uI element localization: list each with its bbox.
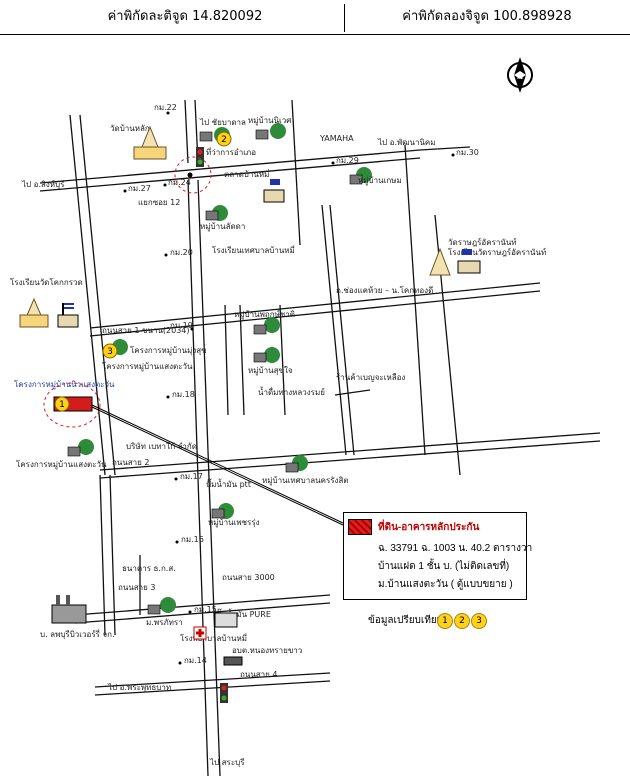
subject-legend: ที่ดิน-อาคารหลักประกัน ฉ. 33791 ฉ. 1003 … (343, 512, 532, 600)
km-label: กม.15 (194, 605, 217, 614)
temple-icon (133, 125, 167, 160)
location-map[interactable]: ไป อ.สิงห์บุรี ไป อ.พัฒนานิคม ถนนสาย 1 ข… (0, 35, 630, 776)
road-label: ถนนสาย 3 (118, 583, 155, 592)
factory-icon (51, 595, 87, 624)
header-bar: ค่าพิกัดละติจูด 14.820092 ค่าพิกัดลองจิจ… (0, 0, 630, 35)
km-label: กม.29 (336, 156, 359, 165)
road-label: ถนนสาย 2 (112, 458, 149, 467)
place-label: หมู่บ้านเพชรรุ่ง (208, 518, 260, 528)
place-label: หมู่บ้านลัดดา (200, 222, 245, 232)
building-icons (67, 129, 363, 615)
compare-badge-2[interactable]: 2 (454, 613, 470, 629)
road-label: ถนนสาย 1 ขนาน(2034) (102, 326, 190, 335)
km-label: กม.19 (170, 321, 193, 330)
place-label: โครงการหมู่บ้านแสงตะวัน (102, 361, 193, 372)
intersection-highlight (174, 156, 212, 194)
road-label: ไป อ.สิงห์บุรี (21, 179, 65, 189)
km-label: กม.17 (180, 472, 203, 481)
place-label: หมู่บ้านเกษม (358, 176, 402, 186)
legend-line-2: บ้านแฝด 1 ชั้น บ. (ไม่ติดเลขที่) (378, 561, 510, 572)
road-label: ไป ชัยบาดาล (199, 118, 246, 127)
temple-icon (19, 297, 49, 328)
north-label: N (517, 72, 524, 82)
building-icon (223, 656, 243, 666)
place-label: แยกซอย 12 (138, 198, 180, 207)
svg-text:2: 2 (221, 135, 227, 145)
north-arrow-icon: N (507, 57, 533, 93)
place-label: YAMAHA (319, 134, 354, 143)
place-label: โรงเรียนเทศบาลบ้านหมี่ (212, 244, 295, 255)
place-label: ม.พรภัทรา (146, 618, 183, 627)
road-network (39, 99, 601, 776)
badge-3[interactable]: 3 (102, 343, 118, 359)
village-icons (78, 123, 372, 613)
legend-title: ที่ดิน-อาคารหลักประกัน (378, 522, 480, 533)
place-label: โรงเรียนวัดโคกกรวด (10, 277, 83, 287)
place-label: ตลาดบ้านหมี่ (224, 168, 269, 179)
km-label: กม.16 (181, 535, 204, 544)
leader-line (91, 406, 344, 526)
km-markers: กม.22 กม.24 กม.27 กม.29 กม.30 กม.20 กม.1… (123, 103, 479, 665)
place-label: น้ำดื่มทางหลวงรมย์ (258, 386, 325, 397)
subject-highlight (43, 382, 101, 428)
compare-badge-3[interactable]: 3 (471, 613, 487, 629)
place-label: บริษัท เบทาโก้ จำกัด (126, 441, 197, 451)
km-label: กม.14 (184, 656, 207, 665)
badge-1[interactable]: 1 (54, 396, 70, 412)
leader-line (91, 404, 344, 524)
legend-line-1: ฉ. 33791 ฉ. 1003 น. 40.2 ตารางวา (378, 543, 533, 554)
place-label: โครงการหมู่บ้านมุ่งสุข (130, 345, 207, 356)
latitude-label: ค่าพิกัดละติจูด 14.820092 (107, 9, 263, 24)
temple-icon (429, 247, 451, 276)
header-divider (344, 4, 345, 32)
place-label: ปั๊มน้ำมัน PURE (216, 608, 271, 619)
place-label: หมู่บ้านสุขใจ (248, 366, 293, 376)
badge-2[interactable]: 2 (216, 131, 232, 147)
place-label: วัดบ้านหลัก (110, 124, 150, 133)
place-label: โรงเรียนวัดราษฎร์อัครานันท์ (448, 247, 546, 257)
km-label: กม.30 (456, 148, 479, 157)
traffic-light-icon (196, 147, 204, 167)
comparison-label: ข้อมูลเปรียบเทียบ (368, 615, 444, 626)
compare-badge-1[interactable]: 1 (437, 613, 453, 629)
subject-swatch (348, 519, 372, 535)
place-label: ร้านค้าเบญจะเหลือง (336, 373, 405, 382)
traffic-light-icon (220, 683, 228, 703)
legend-line-3: ม.บ้านแสงตะวัน ( ตู้แบบขยาย ) (378, 579, 513, 590)
place-label: วัดราษฎร์อัครานันท์ (448, 237, 517, 247)
svg-text:3: 3 (107, 347, 113, 357)
km-label: กม.20 (170, 248, 193, 257)
road-label: ถนนสาย 4 (240, 670, 277, 679)
km-label: กม.27 (128, 184, 151, 193)
place-label: หมู่บ้านเทศบาลนครรังสิต (262, 476, 349, 486)
km-label: กม.22 (154, 103, 177, 112)
road-label: ไป สระบุรี (209, 758, 245, 767)
road-label: ถนนสาย 3000 (222, 573, 275, 582)
gas-station-icon (214, 612, 238, 628)
place-label: โครงการหมู่บ้านแสงตะวัน (16, 459, 107, 470)
place-label: หมู่บ้านพฤกษ์ชาติ (234, 309, 295, 320)
km-label: กม.24 (168, 178, 191, 187)
svg-text:1: 1 (59, 400, 65, 410)
school-icon (57, 303, 79, 328)
road-label: ถ.ช่องแคห้วย – น.โคกทองดี (336, 285, 433, 295)
school-icon (457, 249, 481, 274)
place-label: โรงพยาบาลบ้านหมี่ (180, 632, 247, 643)
place-label: ที่ว่าการอำเภอ (206, 146, 256, 157)
hospital-icon (193, 626, 207, 640)
place-label: อบต.หนองทรายขาว (232, 646, 302, 655)
place-label: บ. ลพบุรีบิวเวอร์รี่ จก. (40, 628, 115, 639)
place-label: โครงการหมู่บ้านนิวแสงตะวัน (14, 379, 115, 390)
place-label: หมู่บ้านนิเวศ (248, 116, 291, 126)
longitude-label: ค่าพิกัดลองจิจูด 100.898928 (402, 9, 572, 24)
km-label: กม.18 (172, 390, 195, 399)
road-label: ไป อ.พระพุทธบาท (107, 683, 171, 692)
place-label: ปั๊มน้ำมัน ptt (206, 478, 251, 489)
road-label: ไป อ.พัฒนานิคม (377, 138, 436, 147)
intersection-dot (187, 172, 193, 178)
place-label: ธนาคาร ธ.ก.ส. (122, 564, 176, 573)
school-icon (263, 179, 285, 203)
